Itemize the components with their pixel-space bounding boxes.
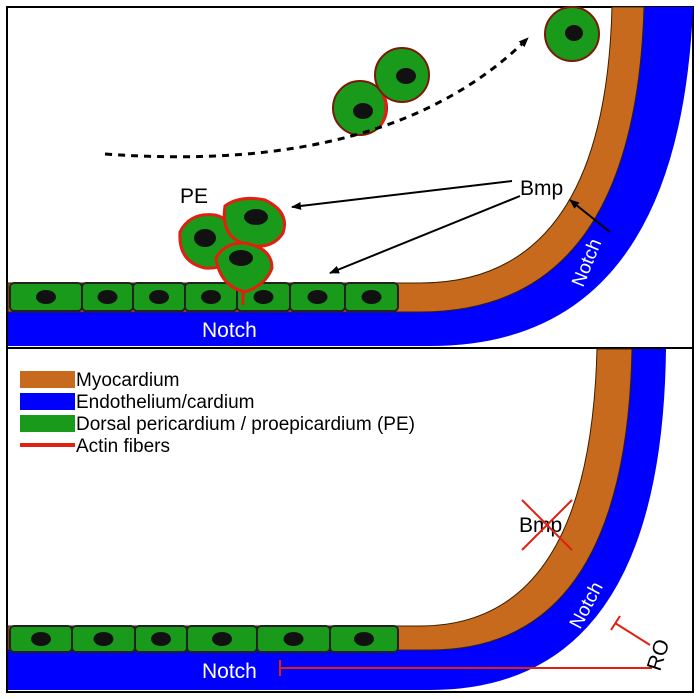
pe-cell	[132, 282, 186, 312]
legend-item-actin: Actin fibers	[20, 436, 170, 457]
bottom-myocardium-band	[7, 348, 633, 651]
top-myocardium-band	[7, 6, 645, 313]
ro-inhibition-line	[614, 622, 651, 646]
svg-text:Dorsal pericardium / proepicar: Dorsal pericardium / proepicardium (PE)	[76, 414, 415, 435]
cross-out-line	[521, 499, 573, 551]
migration-path-arrow	[104, 36, 530, 159]
bmp-arrow-to-cluster	[291, 180, 513, 210]
pe-cell	[344, 282, 399, 312]
pe-cell	[256, 625, 331, 653]
legend: Myocardium Endothelium/cardium Dorsal pe…	[20, 370, 415, 457]
top-pe-cell-layer	[9, 282, 399, 312]
pe-cell	[184, 282, 238, 312]
svg-text:Actin fibers: Actin fibers	[76, 436, 170, 457]
pe-cell	[289, 282, 346, 312]
pe-cluster	[178, 197, 286, 305]
bottom-endothelium-band	[8, 349, 666, 690]
notch-bottom-label-2: Notch	[202, 660, 257, 683]
pe-cell	[374, 47, 430, 103]
legend-item-pe: Dorsal pericardium / proepicardium (PE)	[20, 414, 415, 435]
pe-cell	[332, 80, 388, 136]
attached-pe-cell	[544, 6, 600, 62]
bmp-label: Bmp	[520, 177, 563, 200]
bottom-pe-cell-layer	[9, 625, 399, 653]
pe-cell	[9, 282, 83, 312]
pe-cell	[329, 625, 399, 653]
svg-text:Myocardium: Myocardium	[76, 370, 179, 391]
pe-cell	[134, 625, 188, 653]
pe-cell	[81, 282, 134, 312]
bmp-arrow-to-layer	[329, 195, 521, 274]
top-panel: PE Bmp Notch Notch	[7, 6, 693, 346]
legend-item-myocardium: Myocardium	[20, 370, 179, 391]
pe-cell	[214, 241, 274, 294]
pe-label: PE	[180, 185, 208, 208]
pe-cell	[186, 625, 258, 653]
ro-inhibition-bar	[610, 615, 621, 631]
svg-text:Endothelium/cardium: Endothelium/cardium	[76, 392, 254, 413]
notch-bottom-label: Notch	[202, 319, 257, 342]
notch-to-bmp-arrow	[569, 199, 611, 233]
pe-cell	[9, 625, 73, 653]
pe-cell	[71, 625, 136, 653]
pe-cell	[222, 197, 286, 248]
legend-item-endothelium: Endothelium/cardium	[20, 392, 254, 413]
migrating-cell-pair	[332, 47, 430, 136]
